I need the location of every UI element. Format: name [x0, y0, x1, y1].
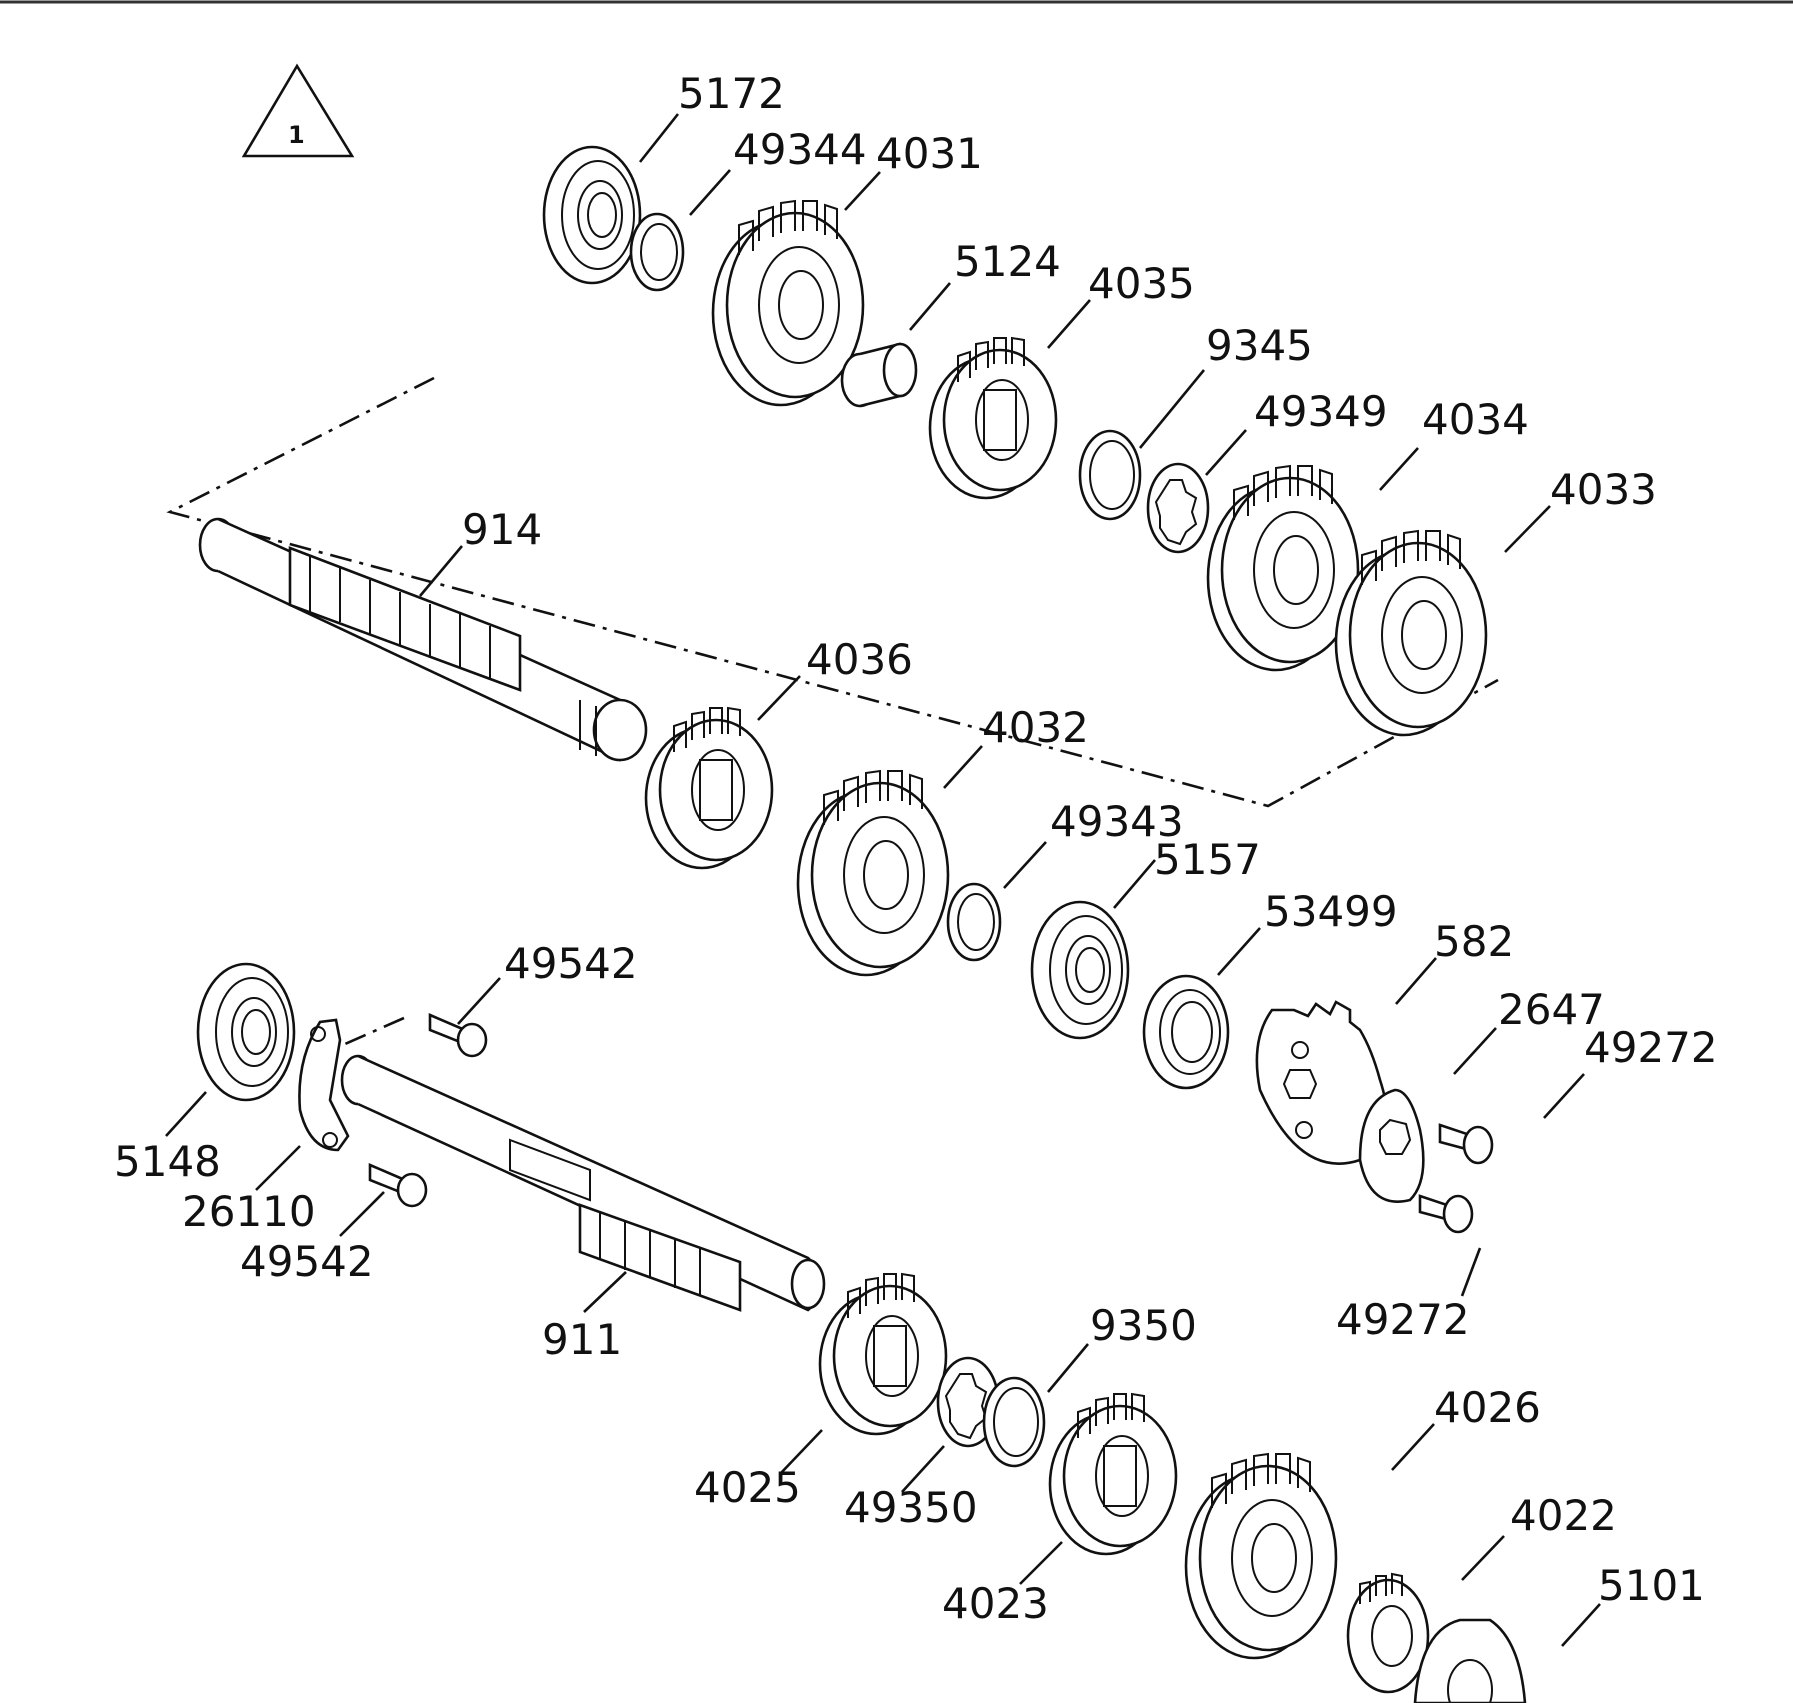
gear-4031 [711, 199, 865, 407]
shaft-911 [340, 1054, 826, 1312]
label-4026: 4026 [1434, 1383, 1541, 1432]
label-49344: 49344 [733, 125, 867, 174]
label-49542-lower: 49542 [240, 1237, 374, 1286]
label-4036: 4036 [806, 635, 913, 684]
circlip-9345 [1078, 429, 1142, 521]
label-53499: 53499 [1264, 887, 1398, 936]
screw-49542-lower [368, 1163, 428, 1208]
bushing-5124 [840, 342, 918, 408]
washer-49344 [629, 212, 685, 292]
label-4033: 4033 [1550, 465, 1657, 514]
label-26110: 26110 [182, 1187, 316, 1236]
gear-4025 [818, 1272, 948, 1436]
bearing-5172 [542, 145, 642, 285]
label-5101: 5101 [1598, 1561, 1705, 1610]
label-4022: 4022 [1510, 1491, 1617, 1540]
label-5124: 5124 [954, 237, 1061, 286]
label-49542-upper: 49542 [504, 939, 638, 988]
screw-49542-upper [428, 1013, 488, 1058]
label-4031: 4031 [876, 129, 983, 178]
reference-triangle: 1 [241, 63, 355, 158]
label-49349: 49349 [1254, 387, 1388, 436]
label-2647: 2647 [1498, 985, 1605, 1034]
label-5172: 5172 [678, 69, 785, 118]
bearing-5148 [196, 962, 296, 1102]
gear-4035 [928, 336, 1058, 500]
label-49272-upper: 49272 [1584, 1023, 1718, 1072]
label-4035: 4035 [1088, 259, 1195, 308]
shaft-914 [198, 517, 648, 762]
label-5148: 5148 [114, 1137, 221, 1186]
label-4034: 4034 [1422, 395, 1529, 444]
bolt-49272-lower [1418, 1194, 1474, 1234]
triangle-label: 1 [288, 121, 305, 149]
gear-4026 [1184, 1452, 1338, 1660]
bearing-5157 [1030, 900, 1130, 1040]
circlip-9350 [982, 1376, 1046, 1468]
washer-49343 [946, 882, 1002, 962]
label-49350: 49350 [844, 1483, 978, 1532]
bolt-49272-upper [1438, 1123, 1494, 1165]
label-911: 911 [542, 1315, 622, 1364]
label-5157: 5157 [1154, 835, 1261, 884]
lock-plate-2647 [1358, 1088, 1425, 1203]
label-4025: 4025 [694, 1463, 801, 1512]
gear-4023 [1048, 1392, 1178, 1556]
label-9350: 9350 [1090, 1301, 1197, 1350]
label-4023: 4023 [942, 1579, 1049, 1628]
screw-guide-line [344, 1016, 405, 1046]
washer-49349 [1146, 462, 1210, 554]
leader-lines [165, 113, 1601, 1647]
gear-4036 [644, 706, 774, 870]
gear-4032 [796, 769, 950, 977]
label-4032: 4032 [982, 703, 1089, 752]
retainer-26110 [298, 1018, 350, 1152]
gear-4022 [1346, 1572, 1430, 1694]
label-582: 582 [1434, 917, 1514, 966]
bearing-5101 [1413, 1618, 1527, 1703]
label-9345: 9345 [1206, 321, 1313, 370]
seal-53499 [1142, 974, 1230, 1090]
assembly-outline [166, 376, 1499, 808]
label-49343: 49343 [1050, 797, 1184, 846]
label-49272-lower: 49272 [1336, 1295, 1470, 1344]
part-labels: 5172 49344 4031 5124 4035 9345 49349 403… [114, 69, 1718, 1628]
label-914: 914 [462, 505, 542, 554]
